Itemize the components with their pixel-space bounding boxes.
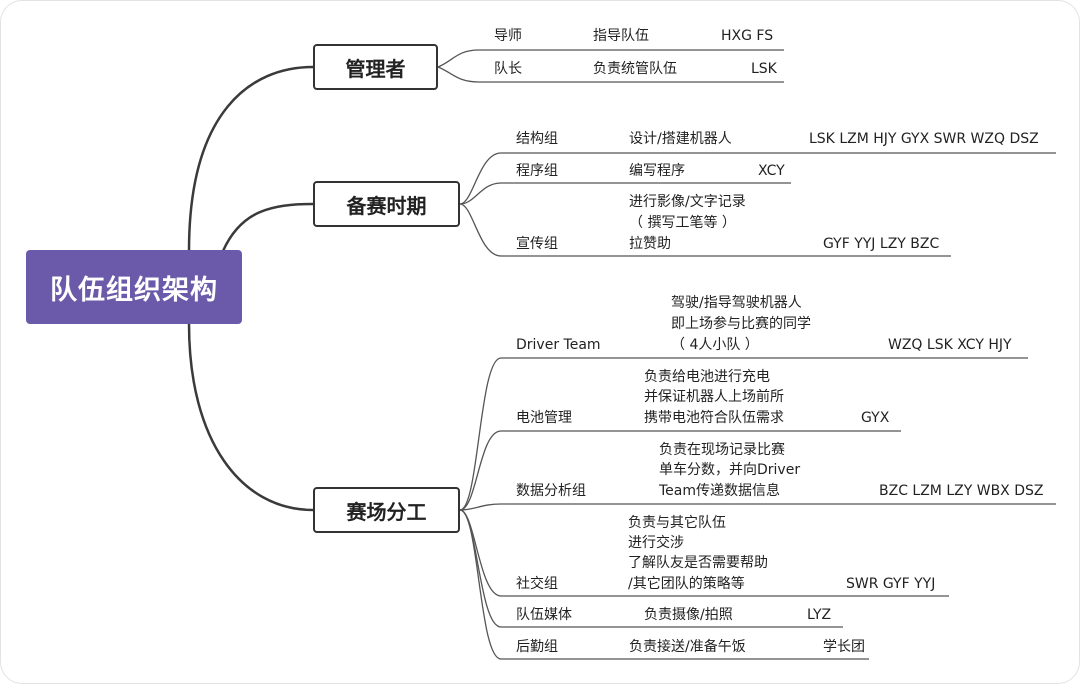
members-label: SWR GYF YYJ	[846, 576, 936, 592]
duty-line: 负责给电池进行充电	[644, 369, 770, 385]
root-to-field-curve	[187, 322, 315, 512]
members-label: GYF YYJ LZY BZC	[823, 236, 940, 252]
field-connector-3	[459, 503, 1056, 511]
field-connector-1	[459, 357, 1028, 511]
duty-line: 驾驶/指导驾驶机器人	[671, 295, 802, 311]
duty-line: 进行影像/文字记录	[629, 194, 746, 210]
duty-line: 负责在现场记录比赛	[659, 442, 785, 458]
role-label: Driver Team	[516, 337, 601, 353]
manager-connector-1	[437, 49, 784, 68]
duty-line: 即上场参与比赛的同学	[671, 316, 811, 332]
duty-label: 设计/搭建机器人	[629, 131, 732, 147]
members-label: 学长团	[823, 639, 865, 655]
members-label: LSK	[751, 61, 777, 77]
branch-field: 赛场分工	[313, 487, 460, 533]
branch-manager: 管理者	[313, 44, 438, 90]
duty-line: 单车分数，并向Driver	[659, 462, 801, 478]
root-to-prep-curve	[221, 202, 315, 253]
role-label: 导师	[494, 28, 522, 44]
role-label: 社交组	[516, 576, 558, 592]
role-label: 后勤组	[516, 639, 558, 655]
members-label: LYZ	[807, 607, 832, 623]
role-label: 队伍媒体	[516, 607, 572, 623]
field-connector-2	[459, 430, 901, 511]
duty-line: （ 4人小队 ）	[671, 337, 759, 353]
manager-connector-2	[437, 66, 784, 83]
duty-label: 编写程序	[629, 163, 685, 179]
duty-label: 负责接送/准备午饭	[629, 639, 746, 655]
members-label: GYX	[861, 410, 890, 426]
role-label: 宣传组	[516, 236, 558, 252]
duty-label: 指导队伍	[593, 28, 649, 44]
role-label: 数据分析组	[516, 483, 586, 499]
members-label: LSK LZM HJY GYX SWR WZQ DSZ	[809, 131, 1039, 147]
role-label: 结构组	[516, 131, 558, 147]
root-node: 队伍组织架构	[26, 250, 242, 324]
prep-connector-2	[459, 182, 791, 205]
branch-prep: 备赛时期	[313, 181, 460, 227]
duty-label: 负责摄像/拍照	[644, 607, 733, 623]
duty-line: 负责与其它队伍	[628, 515, 726, 531]
duty-line: 携带电池符合队伍需求	[644, 410, 784, 426]
members-label: WZQ LSK XCY HJY	[888, 337, 1012, 353]
members-label: XCY	[758, 163, 785, 179]
duty-line: /其它团队的策略等	[628, 576, 745, 592]
role-label: 电池管理	[516, 410, 572, 426]
field-connector-6	[459, 509, 869, 660]
root-to-manager-curve	[187, 65, 315, 253]
role-label: 程序组	[516, 163, 558, 179]
role-label: 队长	[494, 61, 522, 77]
duty-line: 进行交涉	[628, 535, 684, 551]
prep-connector-3	[459, 203, 951, 257]
prep-connector-1	[459, 152, 1056, 205]
members-label: HXG FS	[721, 28, 774, 44]
duty-line: 并保证机器人上场前所	[644, 389, 784, 405]
duty-line: Team传递数据信息	[659, 483, 781, 499]
duty-line: 拉赞助	[629, 236, 671, 252]
duty-label: 负责统管队伍	[593, 61, 677, 77]
duty-line: （ 撰写工笔等 ）	[629, 215, 736, 231]
members-label: BZC LZM LZY WBX DSZ	[879, 483, 1044, 499]
duty-line: 了解队友是否需要帮助	[628, 555, 768, 571]
